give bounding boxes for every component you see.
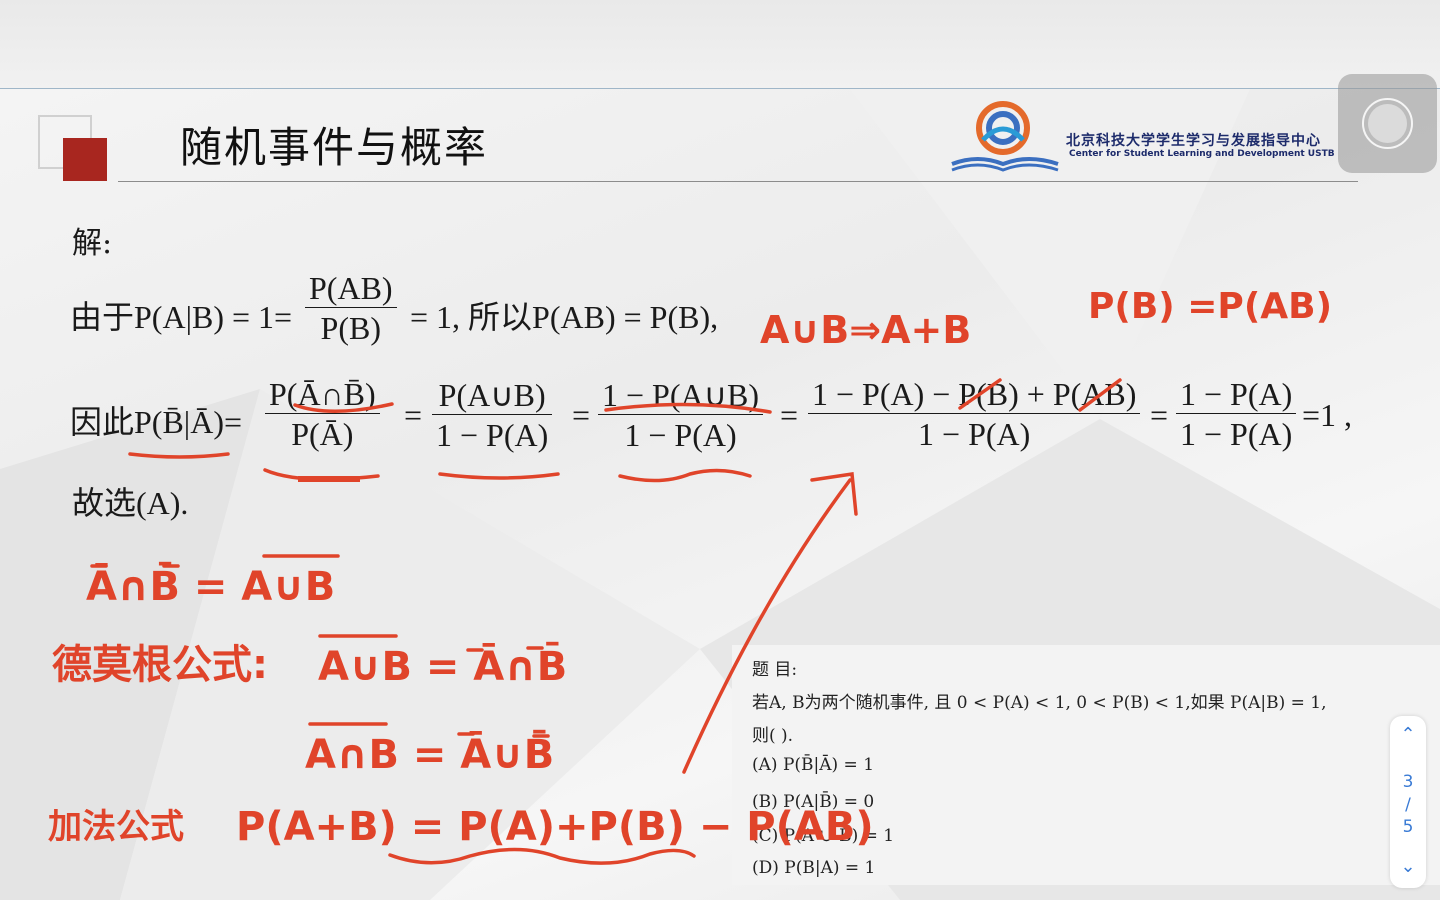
fraction-1-num: P(Ā∩B̄) <box>269 376 376 412</box>
title-divider <box>118 181 1358 182</box>
question-option-c: (C) P(A ∪ B) = 1 <box>752 826 895 846</box>
line1-frac-num: P(AB) <box>309 270 393 306</box>
fraction-5-den: 1 − P(A) <box>1176 413 1297 453</box>
question-ask: 则( ). <box>752 726 794 746</box>
question-title: 题 目: <box>752 660 798 680</box>
fraction-4-num: 1 − P(A) − P(B) + P(AB) <box>812 376 1137 412</box>
fraction-1: P(Ā∩B̄) P(Ā) <box>265 376 380 453</box>
fraction-3-num: 1 − P(A∪B) <box>602 377 760 413</box>
viewer-top-bar <box>0 0 1440 89</box>
fraction-2-den: 1 − P(A) <box>432 414 553 454</box>
line1-frac-den: P(B) <box>305 307 397 347</box>
question-option-a: (A) P(B̄|Ā) = 1 <box>752 755 875 775</box>
line1-suffix: = 1, 所以P(AB) = P(B), <box>410 299 719 335</box>
equals-4: = <box>1150 397 1169 433</box>
line1-fraction: P(AB) P(B) <box>305 270 397 347</box>
record-ring-icon <box>1362 98 1413 149</box>
line2-prefix: 因此P(B̄|Ā)= <box>70 404 243 440</box>
fraction-1-den: P(Ā) <box>265 413 380 453</box>
fraction-2: P(A∪B) 1 − P(A) <box>432 376 553 454</box>
question-option-b: (B) P(A|B̄) = 0 <box>752 792 875 812</box>
fraction-5: 1 − P(A) 1 − P(A) <box>1176 376 1297 453</box>
conclusion-text: 故选(A). <box>72 485 189 521</box>
chevron-down-icon[interactable]: ⌄ <box>1400 856 1416 877</box>
chevron-up-icon[interactable]: ⌃ <box>1400 724 1416 745</box>
slide-title: 随机事件与概率 <box>180 123 489 172</box>
equals-2: = <box>572 397 591 433</box>
fraction-4: 1 − P(A) − P(B) + P(AB) 1 − P(A) <box>808 376 1141 453</box>
record-dot-icon <box>1368 104 1407 143</box>
title-decor-square <box>63 138 107 181</box>
page-total: 5 <box>1402 817 1414 837</box>
logo-text-en: Center for Student Learning and Developm… <box>1069 149 1335 159</box>
question-stem: 若A, B为两个随机事件, 且 0 < P(A) < 1, 0 < P(B) <… <box>752 693 1327 713</box>
page-navigator: ⌃ 3 / 5 ⌄ <box>1390 716 1426 888</box>
record-button[interactable] <box>1338 74 1437 173</box>
line1-prefix: 由于P(A|B) = 1= <box>70 299 293 335</box>
equals-3: = <box>780 397 799 433</box>
fraction-3: 1 − P(A∪B) 1 − P(A) <box>598 376 764 454</box>
solution-label: 解: <box>72 226 113 261</box>
university-logo-icon <box>951 101 1059 172</box>
fraction-2-num: P(A∪B) <box>438 377 546 413</box>
page-current: 3 <box>1402 772 1414 792</box>
page-separator: / <box>1405 795 1411 815</box>
question-option-d: (D) P(B|A) = 1 <box>752 858 876 878</box>
equals-1: = <box>404 397 423 433</box>
fraction-5-num: 1 − P(A) <box>1180 376 1293 412</box>
logo-text-cn: 北京科技大学学生学习与发展指导中心 <box>1066 133 1321 149</box>
line2-result: =1 , <box>1302 397 1353 433</box>
fraction-3-den: 1 − P(A) <box>598 414 764 454</box>
fraction-4-den: 1 − P(A) <box>808 413 1141 453</box>
